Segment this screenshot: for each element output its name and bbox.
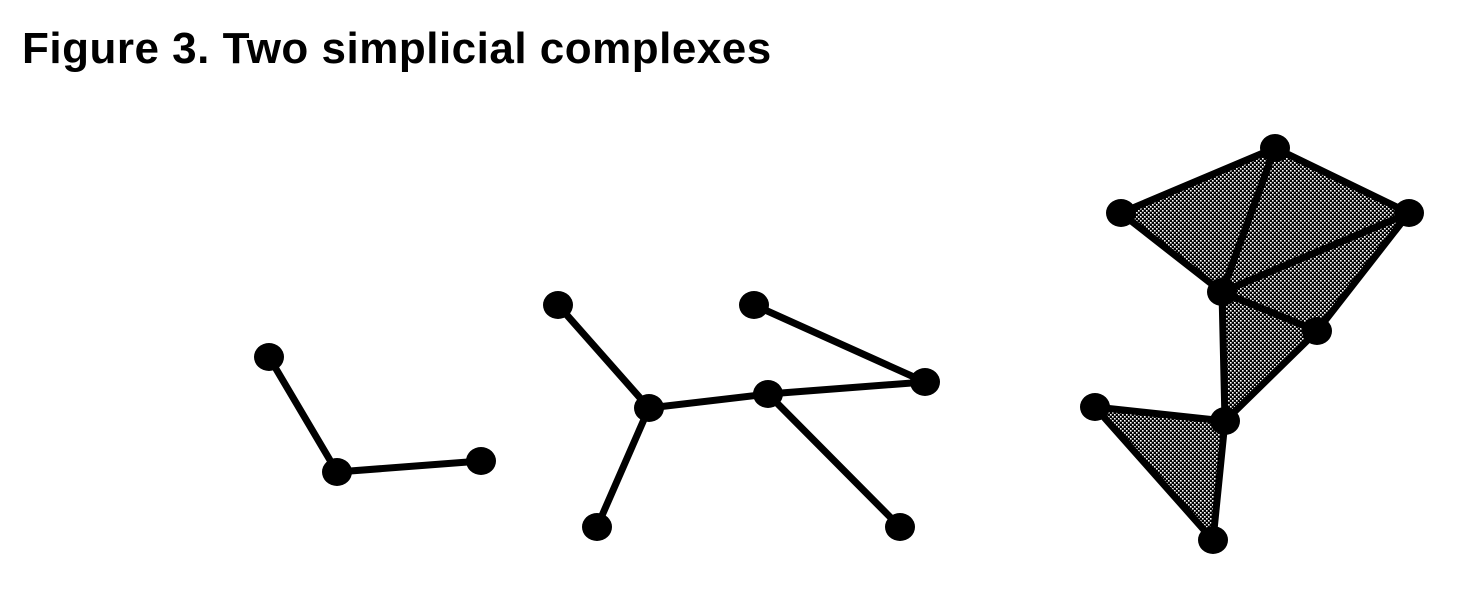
- edge-4: [593, 404, 653, 531]
- vertex-d: [543, 291, 573, 319]
- edge-1: [1117, 144, 1279, 217]
- vertex-e: [1302, 317, 1332, 345]
- edge-6: [750, 301, 929, 386]
- edge-3: [554, 301, 653, 412]
- edge-2: [333, 457, 485, 476]
- vertex-d: [1207, 278, 1237, 306]
- vertex-a: [254, 343, 284, 371]
- vertex-f: [1210, 407, 1240, 435]
- vertex-b: [1260, 134, 1290, 162]
- vertex-g: [1080, 393, 1110, 421]
- vertex-i: [910, 368, 940, 396]
- vertex-c: [1394, 199, 1424, 227]
- vertex-h: [753, 380, 783, 408]
- edge-5: [1218, 209, 1413, 296]
- vertex-c: [466, 447, 496, 475]
- vertex-e: [634, 394, 664, 422]
- vertex-a: [1106, 199, 1136, 227]
- edge-4: [1218, 144, 1279, 296]
- vertex-b: [322, 458, 352, 486]
- complex-2-two-dimensional: [1080, 134, 1424, 554]
- edge-7: [1218, 288, 1321, 335]
- edge-8: [1218, 288, 1229, 425]
- edge-1: [265, 353, 341, 476]
- edge-8: [764, 390, 904, 531]
- edge-2: [1271, 144, 1413, 217]
- edge-10: [1091, 403, 1229, 425]
- edge-7: [764, 378, 929, 398]
- edge-11: [1209, 417, 1229, 544]
- edge-6: [1313, 209, 1413, 335]
- edge-3: [1117, 209, 1226, 296]
- edge-9: [1221, 327, 1321, 425]
- complex-1-graph: [254, 291, 940, 541]
- vertex-f: [582, 513, 612, 541]
- figure-title: Figure 3. Two simplicial complexes: [22, 24, 772, 73]
- vertex-g: [739, 291, 769, 319]
- edge-5: [645, 390, 772, 412]
- edge-12: [1091, 403, 1217, 544]
- vertex-j: [885, 513, 915, 541]
- vertex-h: [1198, 526, 1228, 554]
